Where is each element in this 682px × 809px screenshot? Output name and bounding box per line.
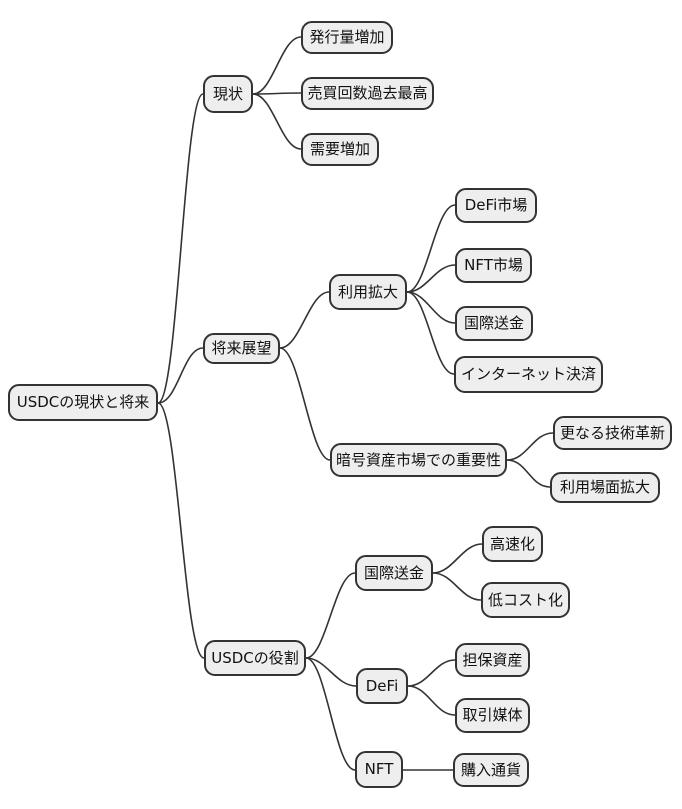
node-label: 購入通貨 <box>460 760 521 779</box>
edge <box>305 657 356 771</box>
node-further-tech-innovation[interactable]: 更なる技術革新 <box>553 416 672 450</box>
node-current-status[interactable]: 現状 <box>203 75 253 113</box>
node-international-remittance[interactable]: 国際送金 <box>455 306 533 341</box>
node-label: 発行量増加 <box>309 28 385 46</box>
node-usdc-role[interactable]: USDCの役割 <box>204 640 306 676</box>
edge <box>432 543 483 574</box>
node-demand-increase[interactable]: 需要増加 <box>301 133 379 166</box>
node-label: 将来展望 <box>211 339 272 357</box>
node-label: DeFi <box>365 676 399 695</box>
node-trading-medium[interactable]: 取引媒体 <box>455 698 530 733</box>
node-low-cost[interactable]: 低コスト化 <box>481 582 570 618</box>
node-label: 低コスト化 <box>487 590 563 609</box>
edge <box>157 402 205 659</box>
node-label: 担保資産 <box>462 650 523 669</box>
node-label: NFT市場 <box>464 256 523 274</box>
node-nft-market[interactable]: NFT市場 <box>455 248 532 283</box>
node-international-remittance-role[interactable]: 国際送金 <box>355 555 433 591</box>
node-label: 取引媒体 <box>462 706 523 724</box>
edge <box>432 572 482 601</box>
node-usage-scene-expansion[interactable]: 利用場面拡大 <box>550 472 660 503</box>
node-purchase-currency[interactable]: 購入通貨 <box>453 753 529 787</box>
node-crypto-market-importance[interactable]: 暗号資産市場での重要性 <box>330 443 507 477</box>
node-trading-volume-record[interactable]: 売買回数過去最高 <box>301 77 434 110</box>
edge <box>279 347 331 461</box>
node-label: 利用場面拡大 <box>559 478 650 496</box>
node-usage-expansion[interactable]: 利用拡大 <box>329 274 407 310</box>
edge <box>406 204 456 293</box>
edge <box>305 657 357 687</box>
node-issuance-increase[interactable]: 発行量増加 <box>301 21 393 54</box>
node-nft[interactable]: NFT <box>355 751 403 788</box>
node-collateral-asset[interactable]: 担保資産 <box>455 643 530 677</box>
node-future-outlook[interactable]: 将来展望 <box>203 333 280 364</box>
edge <box>279 291 330 349</box>
node-label: インターネット決済 <box>460 365 596 383</box>
node-label: USDCの現状と将来 <box>16 393 150 411</box>
node-internet-payment[interactable]: インターネット決済 <box>454 356 603 393</box>
node-speed-up[interactable]: 高速化 <box>482 526 543 562</box>
edge <box>305 572 356 659</box>
node-label: 暗号資産市場での重要性 <box>335 450 501 469</box>
node-label: 売買回数過去最高 <box>307 84 428 102</box>
node-label: 国際送金 <box>363 563 424 582</box>
node-label: NFT <box>364 760 394 778</box>
node-label: 需要増加 <box>309 140 370 158</box>
edge <box>252 36 302 95</box>
edge <box>506 432 554 461</box>
edge <box>406 291 456 324</box>
edge <box>406 291 455 375</box>
node-label: 高速化 <box>489 534 535 553</box>
node-label: USDCの役割 <box>211 648 299 667</box>
edge <box>406 264 456 293</box>
node-defi-market[interactable]: DeFi市場 <box>455 188 537 223</box>
node-root[interactable]: USDCの現状と将来 <box>8 384 158 421</box>
node-label: DeFi市場 <box>464 196 528 214</box>
node-label: 国際送金 <box>463 314 524 332</box>
edge <box>157 93 204 404</box>
edge <box>252 93 302 150</box>
edge <box>407 659 456 687</box>
edge <box>407 685 456 716</box>
node-defi[interactable]: DeFi <box>356 668 408 704</box>
node-label: 利用拡大 <box>337 282 398 301</box>
edge <box>506 459 551 488</box>
node-label: 現状 <box>212 84 243 103</box>
edge <box>252 92 302 95</box>
node-label: 更なる技術革新 <box>559 423 665 442</box>
edge <box>157 347 204 404</box>
